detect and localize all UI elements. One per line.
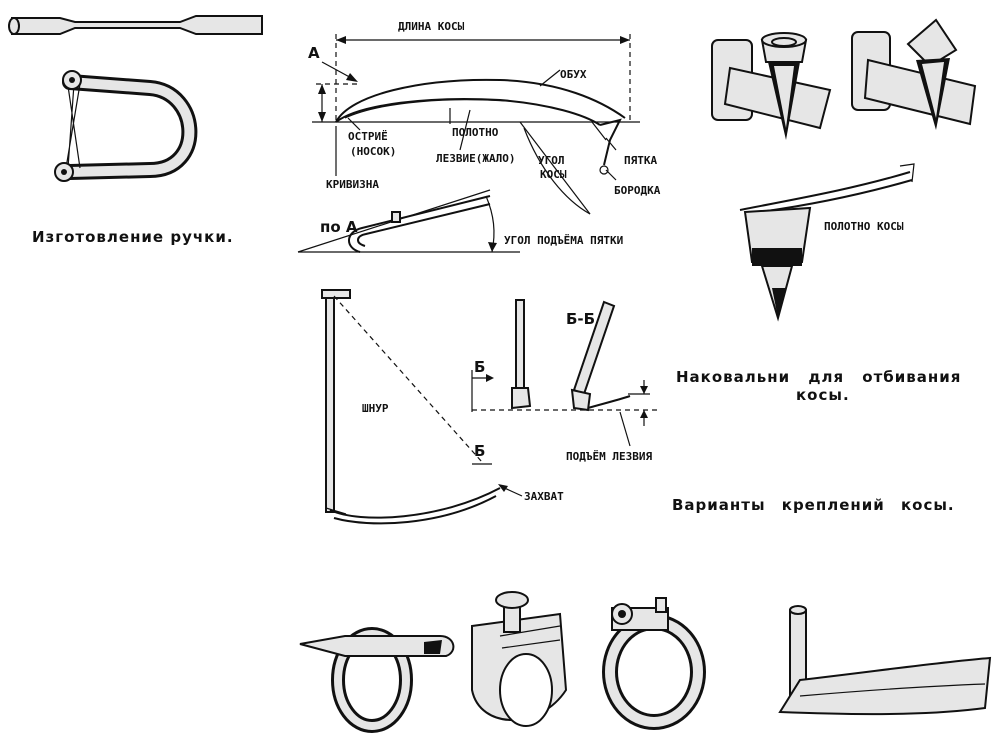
- tang-label: БОРОДКА: [614, 184, 661, 197]
- section-bb-label: Б-Б: [566, 310, 595, 328]
- anvil-3-with-blade-drawing: [739, 163, 915, 322]
- scythe-length-label: ДЛИНА КОСЫ: [398, 20, 465, 33]
- mount-variant-3-drawing: [602, 597, 706, 730]
- mount-side-view-drawing: [471, 299, 660, 412]
- mount-variant-4-drawing: [778, 605, 992, 716]
- mount-variant-1-drawing: [299, 627, 455, 733]
- edge-lift-label: ПОДЪЁМ ЛЕЗВИЯ: [566, 449, 652, 463]
- heel-label: ПЯТКА: [624, 154, 657, 167]
- butt-label: ОБУХ: [560, 68, 587, 81]
- heel-lift-angle-label: УГОЛ ПОДЪЁМА ПЯТКИ: [504, 233, 623, 247]
- anvils-caption-line2: косы.: [796, 386, 850, 404]
- tip-nose-label: (НОСОК): [350, 145, 396, 158]
- scythe-assembly-drawing: [321, 289, 523, 525]
- section-b-bottom-label: Б: [474, 442, 485, 460]
- point-a-label: А: [308, 44, 320, 62]
- anvil-1-drawing: [711, 32, 832, 140]
- handle-caption: Изготовление ручки.: [32, 228, 234, 246]
- blade-nomenclature-drawing: [312, 34, 640, 215]
- view-a-drawing: [297, 189, 520, 253]
- blade-web-label: ПОЛОТНО: [452, 126, 499, 139]
- anvil-2-drawing: [851, 18, 977, 130]
- cord-label: ШНУР: [362, 402, 389, 415]
- view-a-label: по А: [320, 218, 358, 236]
- scythe-angle-label-1: УГОЛ: [538, 154, 565, 167]
- section-bb-drawing: [570, 300, 650, 447]
- section-b-top-label: Б: [474, 358, 485, 376]
- scythe-angle-label-2: КОСЫ: [540, 168, 567, 181]
- handle-stick-drawing: [8, 15, 263, 35]
- tip-label: ОСТРИЁ: [348, 129, 388, 143]
- curvature-label: КРИВИЗНА: [326, 178, 379, 191]
- bent-handle-drawing: [54, 70, 198, 182]
- edge-label: ЛЕЗВИЕ(ЖАЛО): [436, 152, 515, 165]
- scythe-web-label: ПОЛОТНО КОСЫ: [824, 220, 904, 233]
- mounts-caption: Варианты креплений косы.: [672, 496, 955, 514]
- anvils-caption-line1: Наковальни для отбивания: [676, 368, 962, 386]
- grip-label: ЗАХВАТ: [524, 490, 564, 503]
- mount-variant-2-drawing: [471, 591, 568, 727]
